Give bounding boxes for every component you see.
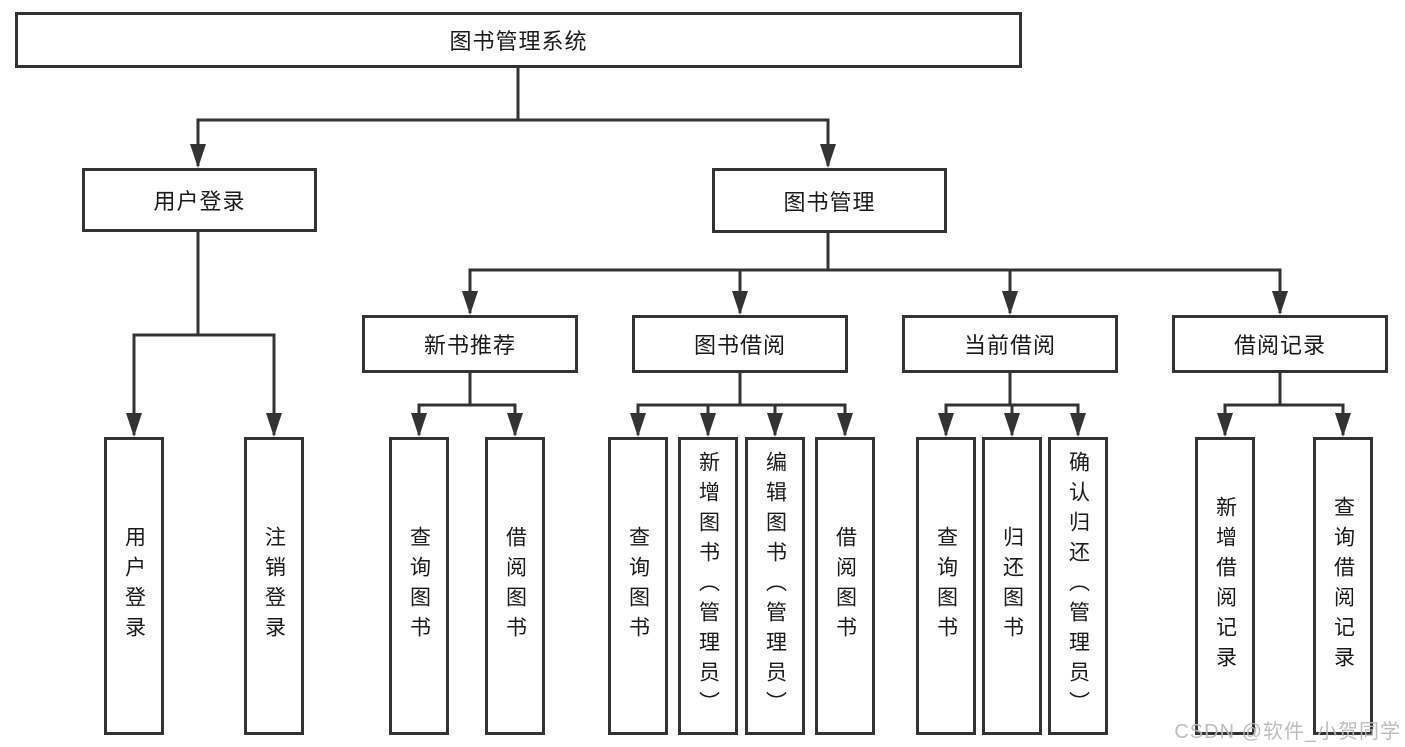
leaf-query-books-borrowing: 查询图书 — [608, 437, 668, 735]
node-label: 借阅记录 — [1233, 333, 1326, 358]
leaf-borrow-books-borrowing: 借阅图书 — [815, 437, 875, 735]
leaf-user-login: 用户登录 — [104, 437, 164, 735]
node-label: 图书管理 — [783, 189, 876, 215]
node-borrowing-records: 借阅记录 — [1172, 315, 1388, 373]
node-label: 借阅图书 — [833, 526, 857, 646]
leaf-add-book-admin: 新增图书（管理员） — [678, 437, 738, 735]
node-label: 用户登录 — [153, 189, 246, 214]
node-label: 查询图书 — [407, 526, 431, 646]
leaf-borrow-books-recommend: 借阅图书 — [485, 437, 545, 735]
node-current-borrowing: 当前借阅 — [902, 315, 1118, 373]
node-label: 确认归还（管理员） — [1066, 451, 1090, 721]
leaf-query-borrow-record: 查询借阅记录 — [1313, 437, 1373, 735]
csdn-watermark: CSDN @软件_小贺同学 — [1174, 721, 1401, 743]
node-user-login: 用户登录 — [82, 168, 317, 232]
node-library-system: 图书管理系统 — [15, 12, 1022, 68]
leaf-logout: 注销登录 — [244, 437, 304, 735]
node-label: 图书借阅 — [693, 333, 786, 358]
node-label: 当前借阅 — [963, 333, 1056, 358]
node-book-borrowing: 图书借阅 — [632, 315, 848, 373]
leaf-query-books-recommend: 查询图书 — [389, 437, 449, 735]
node-label: 新书推荐 — [423, 333, 516, 358]
leaf-query-books-current: 查询图书 — [916, 437, 976, 735]
node-label: 编辑图书（管理员） — [763, 451, 787, 721]
leaf-add-borrow-record: 新增借阅记录 — [1195, 437, 1255, 735]
node-label: 查询图书 — [626, 526, 650, 646]
node-new-book-recommend: 新书推荐 — [362, 315, 578, 373]
node-label: 借阅图书 — [503, 526, 527, 646]
node-label: 查询借阅记录 — [1331, 496, 1355, 676]
node-label: 新增借阅记录 — [1213, 496, 1237, 676]
node-label: 用户登录 — [122, 526, 146, 646]
leaf-edit-book-admin: 编辑图书（管理员） — [745, 437, 805, 735]
node-label: 新增图书（管理员） — [696, 451, 720, 721]
node-label: 图书管理系统 — [449, 29, 588, 54]
leaf-confirm-return-admin: 确认归还（管理员） — [1048, 437, 1108, 735]
node-label: 注销登录 — [262, 526, 286, 646]
node-label: 归还图书 — [1000, 526, 1024, 646]
node-label: 查询图书 — [934, 526, 958, 646]
node-book-management: 图书管理 — [712, 168, 947, 233]
leaf-return-book: 归还图书 — [982, 437, 1042, 735]
